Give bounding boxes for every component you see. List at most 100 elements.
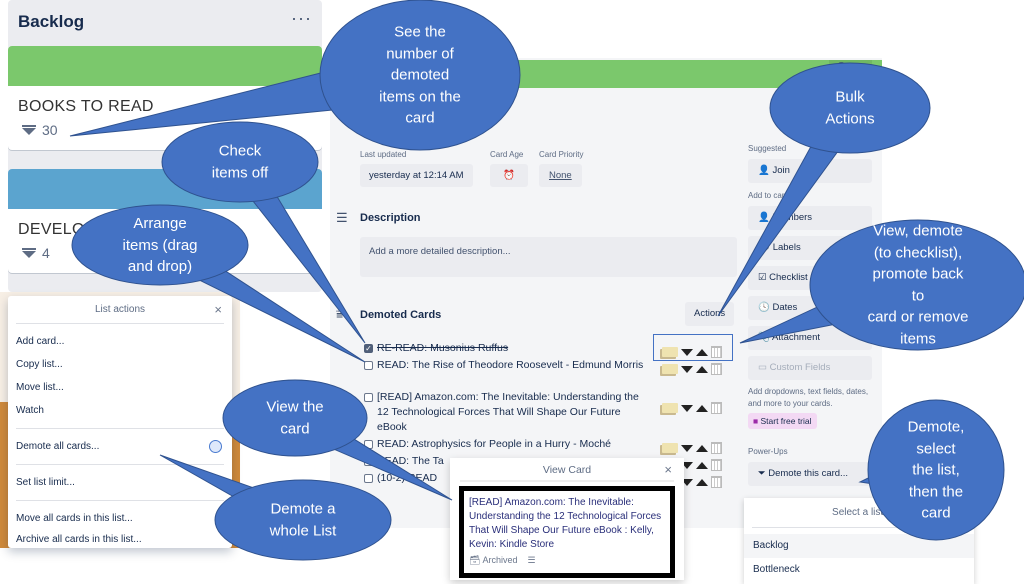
select-list-dropdown: Select a list: Backlog Bottleneck bbox=[744, 498, 974, 584]
view-card-icon[interactable] bbox=[662, 403, 678, 413]
checkbox[interactable] bbox=[364, 440, 373, 449]
view-card-icon[interactable] bbox=[662, 364, 678, 374]
popup-title: List actions bbox=[16, 296, 224, 324]
custom-fields-button[interactable]: ▭ Custom Fields bbox=[748, 356, 872, 380]
trash-icon[interactable] bbox=[711, 442, 722, 454]
callout-text: View the card bbox=[266, 398, 324, 438]
alarm-clock-icon[interactable]: ⏰ bbox=[490, 164, 528, 187]
card-preview[interactable]: [READ] Amazon.com: The Inevitable: Under… bbox=[459, 486, 675, 578]
item-actions bbox=[662, 439, 730, 457]
description-icon: ☰ bbox=[336, 210, 348, 225]
promote-icon[interactable] bbox=[696, 365, 708, 373]
menu-copy-list[interactable]: Copy list... bbox=[16, 359, 63, 370]
menu-demote-all[interactable]: Demote all cards... bbox=[8, 435, 232, 458]
archive-icon: 🗃 bbox=[469, 555, 483, 565]
tag-icon: 🏷 bbox=[758, 242, 773, 253]
demote-icon[interactable] bbox=[681, 461, 693, 469]
view-card-popup: View Card × [READ] Amazon.com: The Inevi… bbox=[450, 458, 684, 580]
person-icon: 👤 bbox=[758, 165, 773, 176]
clock-icon: 🕓 bbox=[758, 302, 773, 313]
checkbox[interactable]: ✓ bbox=[364, 344, 373, 353]
card-develop[interactable]: DEVELOP 4 bbox=[8, 169, 322, 273]
checkbox[interactable] bbox=[364, 361, 373, 370]
demoted-item[interactable]: ✓ RE-READ: Musonius Ruffus bbox=[364, 341, 644, 356]
checkbox[interactable] bbox=[364, 474, 373, 483]
card-books-to-read[interactable]: BOOKS TO READ 30 bbox=[8, 46, 322, 150]
list-title[interactable]: Backlog bbox=[18, 12, 85, 31]
join-button[interactable]: 👤 Join bbox=[748, 159, 872, 183]
list-actions-popup: List actions × Add card... Copy list... … bbox=[8, 296, 232, 548]
promote-icon[interactable] bbox=[696, 461, 708, 469]
promote-icon[interactable] bbox=[696, 478, 708, 486]
menu-archive-all[interactable]: Archive all cards in this list... bbox=[16, 534, 142, 542]
bulk-actions-highlight bbox=[653, 334, 733, 361]
checkbox[interactable] bbox=[364, 457, 373, 466]
demoted-item[interactable]: READ: The Rise of Theodore Roosevelt - E… bbox=[364, 358, 644, 373]
last-updated-label: Last updated bbox=[360, 150, 407, 159]
card-priority-label: Card Priority bbox=[539, 150, 584, 159]
popup-title: View Card bbox=[460, 458, 674, 482]
close-icon[interactable]: × bbox=[664, 462, 672, 477]
close-icon[interactable]: × bbox=[214, 302, 222, 317]
demoted-item[interactable]: READ: Astrophysics for People in a Hurry… bbox=[364, 437, 644, 452]
menu-add-card[interactable]: Add card... bbox=[16, 336, 65, 347]
trash-icon[interactable] bbox=[711, 363, 722, 375]
list-option-backlog[interactable]: Backlog bbox=[744, 534, 974, 558]
backlog-list: Backlog ··· BOOKS TO READ 30 DEVELOP 4 bbox=[8, 0, 322, 292]
item-actions bbox=[662, 399, 730, 417]
demoted-count: 4 bbox=[42, 245, 50, 261]
trash-icon[interactable] bbox=[711, 402, 722, 414]
trash-icon[interactable] bbox=[711, 459, 722, 471]
demoted-item[interactable]: READ: The Ta bbox=[364, 454, 464, 469]
menu-label: Demote all cards... bbox=[16, 441, 100, 452]
list-option-bottleneck[interactable]: Bottleneck bbox=[753, 564, 800, 575]
dropdown-title: Select a list: bbox=[752, 498, 966, 528]
checklist-button[interactable]: ☑ Checklist bbox=[748, 266, 872, 290]
checkbox[interactable] bbox=[364, 393, 373, 402]
trash-icon[interactable] bbox=[711, 476, 722, 488]
card-priority-value[interactable]: None bbox=[539, 164, 582, 187]
item-text: RE-READ: Musonius Ruffus bbox=[377, 342, 509, 354]
dates-button[interactable]: 🕓 Dates bbox=[748, 296, 872, 320]
view-card-icon[interactable] bbox=[662, 443, 678, 453]
demote-icon[interactable] bbox=[681, 444, 693, 452]
card-cover bbox=[8, 46, 322, 86]
card-cover: Cover bbox=[330, 60, 882, 88]
demote-this-card-button[interactable]: ⏷ Demote this card... bbox=[748, 462, 872, 486]
view-card-icon[interactable] bbox=[662, 347, 678, 357]
demote-icon[interactable] bbox=[681, 478, 693, 486]
demote-icon: ⏷ bbox=[758, 468, 769, 479]
more-dots-icon[interactable]: ··· bbox=[291, 8, 312, 28]
promote-icon[interactable] bbox=[696, 404, 708, 412]
promote-icon[interactable] bbox=[696, 348, 708, 356]
gift-icon: ■ bbox=[753, 416, 761, 426]
demoted-item[interactable]: [READ] Amazon.com: The Inevitable: Under… bbox=[364, 390, 644, 435]
description-input[interactable]: Add a more detailed description... bbox=[360, 237, 737, 277]
description-icon: ☰ bbox=[527, 555, 536, 565]
cover-button[interactable]: Cover bbox=[829, 60, 872, 73]
add-to-card-label: Add to card bbox=[748, 191, 789, 200]
trash-icon[interactable] bbox=[711, 346, 722, 358]
actions-button[interactable]: Actions bbox=[685, 302, 735, 326]
card-title: BOOKS TO READ bbox=[18, 98, 154, 115]
card-age-label: Card Age bbox=[490, 150, 524, 159]
labels-button[interactable]: 🏷 Labels bbox=[748, 236, 872, 260]
item-text: [READ] Amazon.com: The Inevitable: Under… bbox=[377, 391, 639, 433]
promote-icon[interactable] bbox=[696, 444, 708, 452]
attachment-button[interactable]: 📎 Attachment bbox=[748, 326, 872, 350]
menu-move-all[interactable]: Move all cards in this list... bbox=[16, 513, 133, 524]
demote-icon[interactable] bbox=[681, 348, 693, 356]
demote-icon[interactable] bbox=[681, 365, 693, 373]
callout-text: Demote a whole List bbox=[269, 500, 337, 540]
demote-icon[interactable] bbox=[681, 404, 693, 412]
suggested-label: Suggested bbox=[748, 144, 787, 153]
menu-move-list[interactable]: Move list... bbox=[16, 382, 64, 393]
demoted-icon bbox=[22, 248, 36, 258]
archived-badge: Archived bbox=[482, 555, 518, 565]
power-ups-label: Power-Ups bbox=[748, 447, 788, 456]
members-button[interactable]: 👤 Members bbox=[748, 206, 872, 230]
menu-watch[interactable]: Watch bbox=[16, 405, 44, 416]
menu-set-limit[interactable]: Set list limit... bbox=[16, 477, 75, 488]
start-free-trial-button[interactable]: ■ Start free trial bbox=[748, 413, 817, 429]
demoted-item[interactable]: (10-2) READ bbox=[364, 471, 464, 486]
